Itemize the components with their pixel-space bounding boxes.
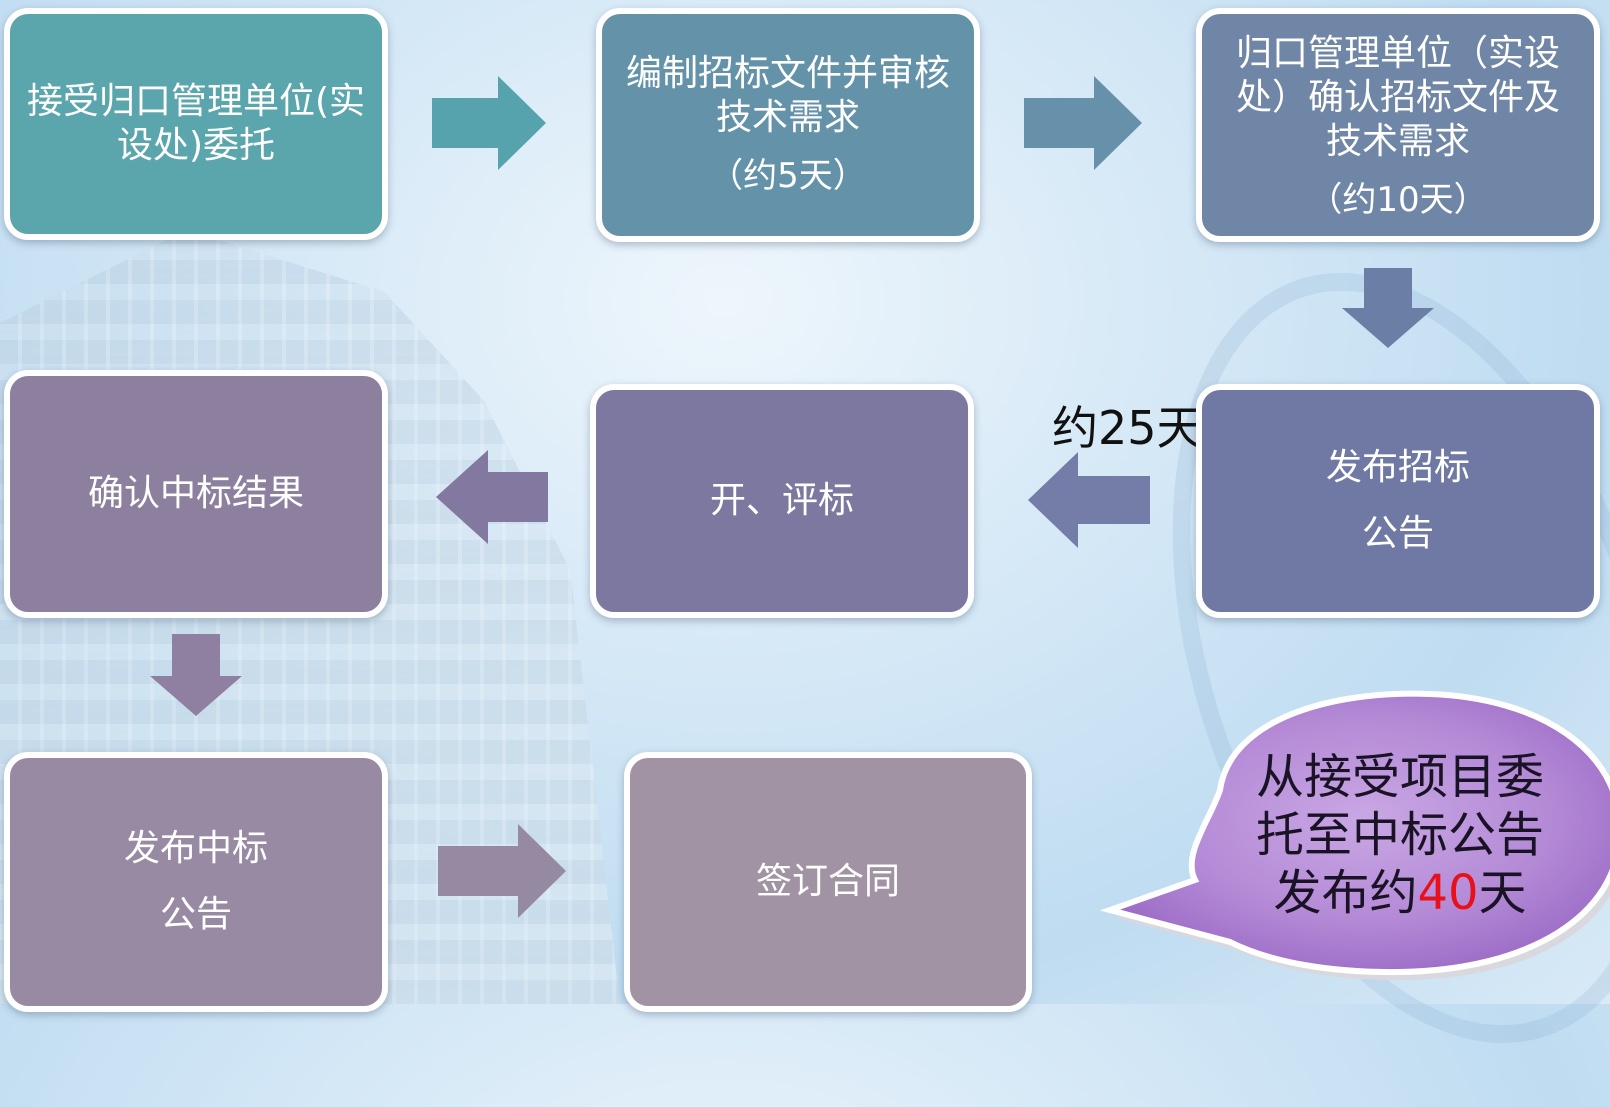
callout-total-days: 40: [1417, 865, 1479, 921]
step-confirm-line2: 处）确认招标文件及: [1235, 77, 1560, 118]
arrow-left-1: [1028, 452, 1150, 548]
step-confirm-winner: 确认中标结果: [4, 370, 388, 618]
step-sign-contract-label: 签订合同: [755, 861, 900, 902]
step-publish-tender-line2: 公告: [1361, 513, 1434, 554]
callout-bubble: [1100, 690, 1610, 981]
step-confirm-winner-label: 确认中标结果: [87, 473, 304, 514]
step-compile-duration: （约5天）: [709, 156, 867, 196]
step-publish-winner-line2: 公告: [159, 894, 232, 935]
step-publish-winner-notice: 发布中标 公告: [4, 752, 388, 1012]
step-confirm-duration: （约10天）: [1308, 180, 1488, 220]
step-compile-line2: 技术需求: [715, 97, 860, 138]
step-accept-line2: 设处)委托: [116, 125, 276, 166]
arrow-down-1: [1342, 268, 1434, 348]
step-open-evaluate: 开、评标: [590, 384, 974, 618]
callout-line3-prefix: 发布约: [1273, 865, 1418, 921]
step-publish-tender-notice: 发布招标 公告: [1196, 384, 1600, 618]
step-open-evaluate-label: 开、评标: [709, 480, 854, 521]
callout-line3: 发布约40天: [1190, 864, 1610, 922]
step-accept-commission: 接受归口管理单位(实 设处)委托: [4, 8, 388, 240]
arrow-right-3: [438, 824, 566, 918]
step-compile-tender-docs: 编制招标文件并审核 技术需求 （约5天）: [596, 8, 980, 242]
arrow-right-2: [1024, 76, 1142, 170]
step-accept-line1: 接受归口管理单位(实: [26, 81, 366, 122]
callout-line1: 从接受项目委: [1255, 749, 1544, 805]
step-publish-winner-line1: 发布中标: [123, 828, 268, 869]
step-compile-line1: 编制招标文件并审核: [625, 53, 950, 94]
callout-line2: 托至中标公告: [1255, 807, 1544, 863]
callout-text: 从接受项目委 托至中标公告 发布约40天: [1190, 748, 1610, 922]
step-publish-tender-line1: 发布招标: [1325, 447, 1470, 488]
step-confirm-line1: 归口管理单位（实设: [1235, 33, 1560, 74]
arrow-left-2: [436, 450, 548, 544]
step-confirm-line3: 技术需求: [1325, 121, 1470, 162]
arrow-right-1: [432, 76, 546, 170]
step-confirm-tender-docs: 归口管理单位（实设 处）确认招标文件及 技术需求 （约10天）: [1196, 8, 1600, 242]
arrow-down-2: [150, 634, 242, 716]
step-sign-contract: 签订合同: [624, 752, 1032, 1012]
duration-note: 约25天: [1052, 401, 1203, 455]
callout-line3-suffix: 天: [1478, 865, 1527, 921]
